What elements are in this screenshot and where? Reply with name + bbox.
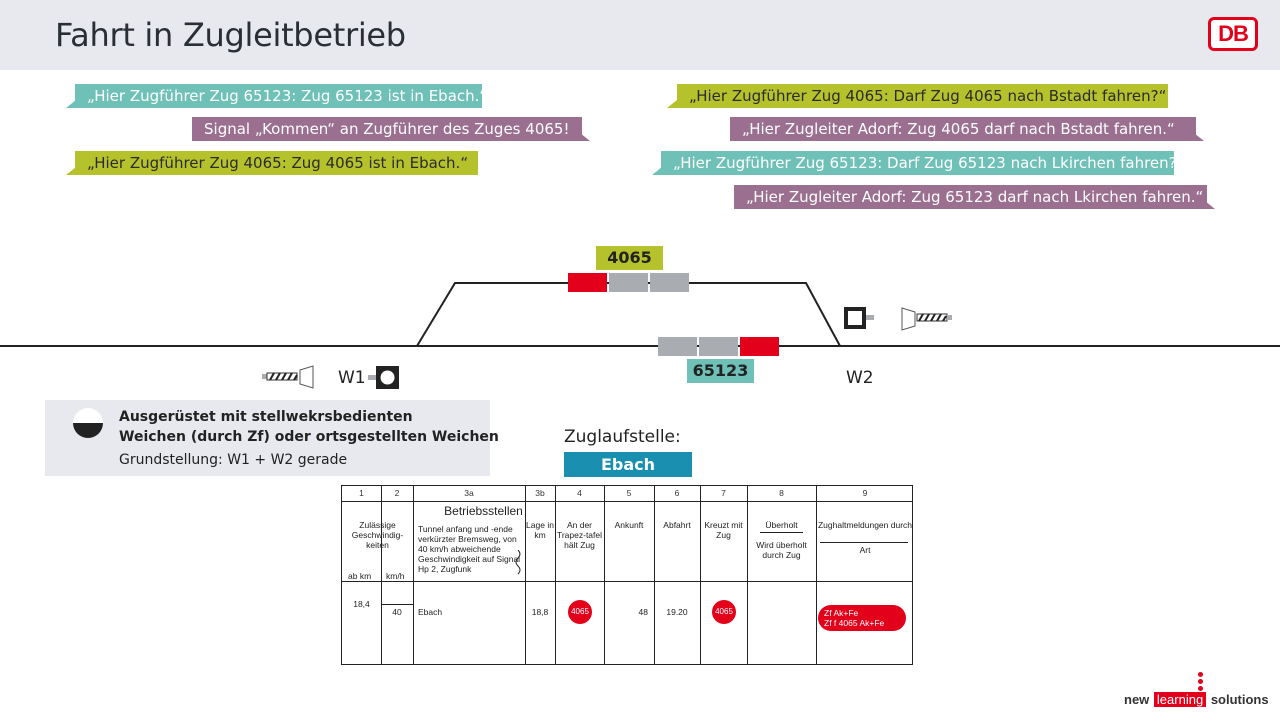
cell-zughalt-line1: Zf Ak+Fe: [824, 608, 859, 618]
legend-description: Ausgerüstet mit stellwekrsbedienten Weic…: [119, 407, 499, 447]
col-num-3a: 3a: [464, 488, 474, 498]
message-2: Signal „Kommen“ an Zugführer des Zuges 4…: [192, 117, 582, 141]
train-4065-locomotive: [568, 273, 607, 292]
zugaufstelle-value: Ebach: [564, 452, 692, 477]
switch-lock-icon-right: [901, 307, 952, 331]
message-7-text: „Hier Zugleiter Adorf: Zug 65123 darf na…: [746, 188, 1204, 206]
col-num-6: 6: [674, 488, 680, 498]
header-abfahrt: Abfahrt: [663, 520, 691, 530]
col-num-2: 2: [394, 488, 400, 498]
col-num-9: 9: [862, 488, 868, 498]
switch-w2-signal-icon: [844, 307, 874, 329]
message-3: „Hier Zugführer Zug 4065: Zug 4065 ist i…: [75, 151, 478, 175]
header-wird-ueberholt: Wird überholt durch Zug: [756, 540, 807, 560]
header-kreuzt: Kreuzt mit Zug: [704, 520, 743, 540]
squiggle-icon: [515, 550, 521, 575]
message-1-text: „Hier Zugführer Zug 65123: Zug 65123 ist…: [87, 87, 488, 105]
legend-basic-position: Grundstellung: W1 + W2 gerade: [119, 452, 348, 468]
cell-abfahrt: 19.20: [666, 607, 688, 617]
cell-trapez-circle: 4065: [568, 600, 592, 624]
col-num-1: 1: [359, 488, 364, 498]
page-title: Fahrt in Zugleitbetrieb: [55, 16, 406, 54]
brand-part-1: new: [1124, 692, 1150, 707]
message-4-tail: [667, 100, 677, 108]
brand-part-2: learning: [1153, 692, 1207, 707]
train-65123-locomotive: [740, 337, 779, 356]
col-num-3b: 3b: [535, 488, 545, 498]
message-5: „Hier Zugleiter Adorf: Zug 4065 darf nac…: [730, 117, 1196, 141]
cell-zughalt-pill: Zf Ak+Fe Zf f 4065 Ak+Fe: [818, 605, 906, 631]
cell-zughalt-line2: Zf f 4065 Ak+Fe: [824, 618, 885, 628]
message-6-tail: [652, 167, 662, 175]
timetable: 1 2 3a 3b 4 5 6 7 8 9 Zulässige Geschwin…: [341, 485, 913, 665]
message-1-tail: [66, 100, 76, 108]
train-4065-car: [609, 273, 648, 292]
cell-name: Ebach: [418, 607, 443, 617]
message-6: „Hier Zugführer Zug 65123: Darf Zug 6512…: [661, 151, 1184, 175]
message-2-text: Signal „Kommen“ an Zugführer des Zuges 4…: [204, 120, 570, 138]
siding-track: [416, 282, 841, 347]
header-speed: Zulässige Geschwindig-keiten: [351, 520, 404, 550]
cell-kreuzt-circle: 4065: [712, 600, 736, 624]
track-diagram: [0, 273, 1280, 389]
message-7: „Hier Zugleiter Adorf: Zug 65123 darf na…: [734, 185, 1207, 209]
brand-part-3: solutions: [1210, 692, 1269, 707]
message-2-tail: [580, 133, 590, 141]
legend-box: Ausgerüstet mit stellwekrsbedienten Weic…: [45, 400, 499, 476]
header-bar: Fahrt in Zugleitbetrieb DB: [0, 0, 1280, 70]
header-ankunft: Ankunft: [614, 520, 644, 530]
header-kmh: km/h: [386, 571, 405, 581]
message-7-tail: [1205, 201, 1215, 209]
header-abkm: ab km: [348, 571, 372, 581]
switch-w1-signal-icon: [368, 366, 399, 389]
header-ueberholt: Überholt: [765, 520, 798, 530]
message-5-tail: [1194, 133, 1204, 141]
message-3-tail: [66, 167, 76, 175]
db-logo: DB: [1208, 17, 1258, 51]
train-65123-car: [658, 337, 697, 356]
message-4: „Hier Zugführer Zug 4065: Darf Zug 4065 …: [677, 84, 1168, 108]
header-zughalt: Zughaltmeldungen durch: [817, 520, 913, 530]
legend-line-1: Ausgerüstet mit stellwekrsbedienten: [119, 409, 413, 425]
train-label-65123: 65123: [687, 359, 754, 383]
col-num-5: 5: [626, 488, 632, 498]
cell-kmh: 40: [392, 607, 402, 617]
message-5-text: „Hier Zugleiter Adorf: Zug 4065 darf nac…: [742, 120, 1175, 138]
message-1: „Hier Zugführer Zug 65123: Zug 65123 ist…: [75, 84, 487, 108]
col-num-8: 8: [779, 488, 784, 498]
legend-line-2: Weichen (durch Zf) oder ortsgestellten W…: [119, 429, 499, 445]
col-num-4: 4: [577, 488, 582, 498]
brand-logo: new learning solutions: [1124, 692, 1269, 707]
header-art: Art: [859, 545, 871, 555]
header-trapez: An der Trapez-tafel hält Zug: [556, 520, 603, 550]
header-betriebsstellen: Betriebsstellen: [444, 504, 523, 518]
message-4-text: „Hier Zugführer Zug 4065: Darf Zug 4065 …: [689, 87, 1167, 105]
train-65123-car: [699, 337, 738, 356]
cell-lage: 18,8: [531, 607, 549, 617]
switch-label-w2: W2: [846, 368, 874, 388]
half-circle-icon: [73, 408, 103, 438]
switch-lock-icon-left: [262, 365, 314, 389]
cell-abkm: 18,4: [353, 599, 370, 609]
brand-dots-icon: [1198, 672, 1203, 693]
train-label-4065: 4065: [596, 246, 663, 270]
header-tunnel: Tunnel anfang und -ende verkürzter Brems…: [418, 524, 521, 574]
message-6-text: „Hier Zugführer Zug 65123: Darf Zug 6512…: [673, 154, 1185, 172]
zugaufstelle-label: Zuglaufstelle:: [564, 427, 681, 447]
switch-label-w1: W1: [338, 368, 366, 388]
message-3-text: „Hier Zugführer Zug 4065: Zug 4065 ist i…: [87, 154, 469, 172]
col-num-7: 7: [721, 488, 726, 498]
cell-ankunft: 48: [638, 607, 648, 617]
header-lage: Lage in km: [526, 520, 554, 540]
train-4065-car: [650, 273, 689, 292]
